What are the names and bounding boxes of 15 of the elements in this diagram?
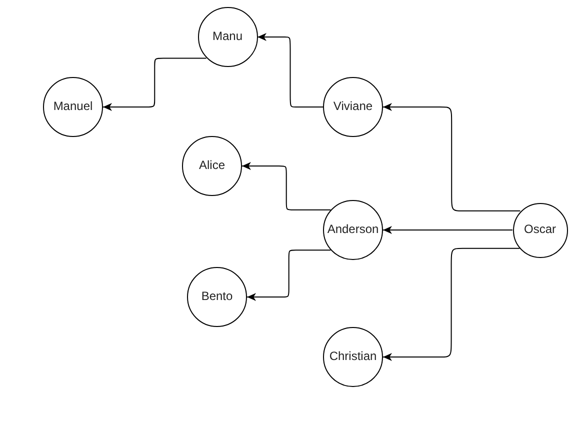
node-label: Manu [212, 30, 243, 44]
node-label: Christian [329, 350, 377, 364]
arrow [246, 250, 332, 301]
node-label: Alice [198, 159, 225, 173]
arrow [242, 162, 332, 210]
arrow [257, 33, 324, 108]
arrow [382, 103, 521, 212]
arrow [102, 58, 207, 111]
node-label: Bento [201, 290, 233, 304]
node-label: Oscar [524, 223, 556, 237]
arrow [382, 248, 520, 361]
arrow [382, 226, 513, 234]
node-label: Manuel [53, 100, 93, 114]
node-label: Anderson [327, 223, 379, 237]
node-label: Viviane [333, 100, 373, 114]
